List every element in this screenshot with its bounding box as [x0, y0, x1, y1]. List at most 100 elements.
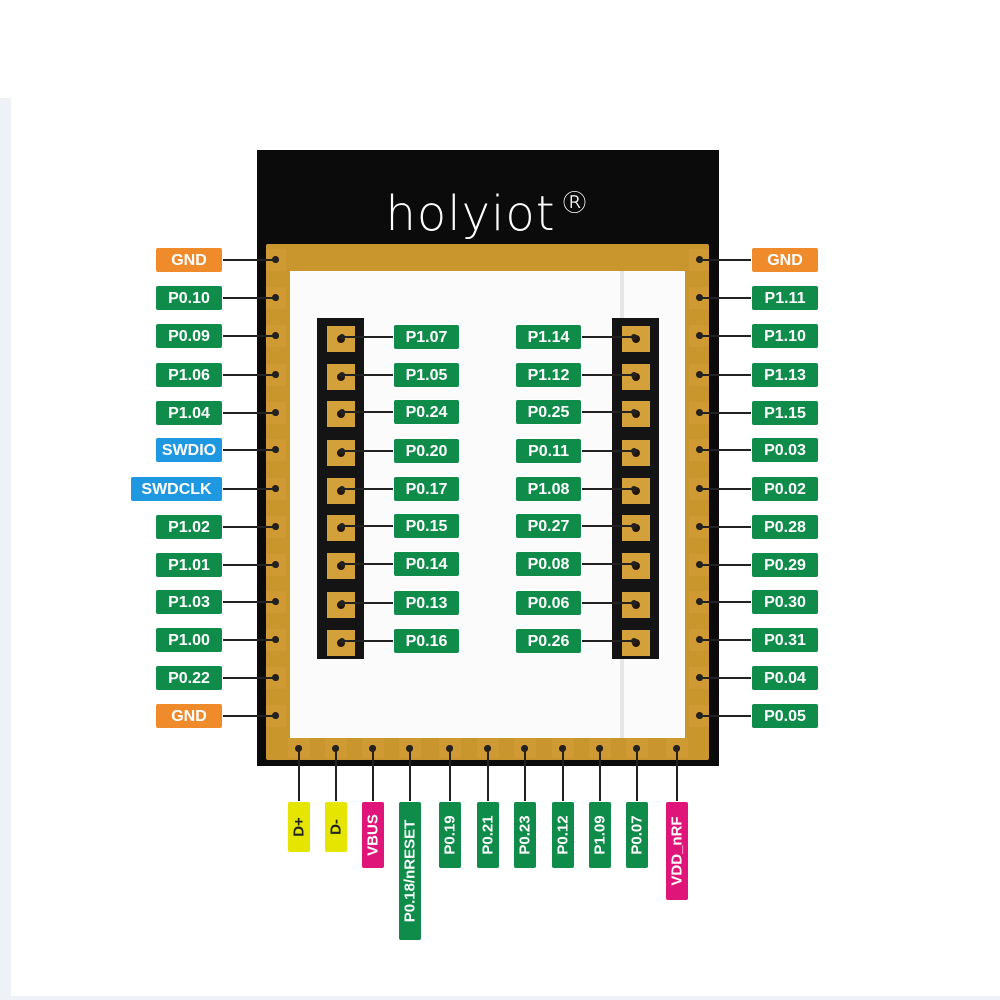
pin-dot	[273, 257, 279, 263]
pin-dot	[370, 745, 376, 751]
leader-line	[223, 639, 275, 641]
pin-label-right: P1.13	[751, 362, 819, 388]
background-strip	[0, 98, 11, 998]
pin-label-left: GND	[155, 703, 223, 729]
inner-pad	[619, 361, 653, 393]
pin-label-bottom: P0.23	[513, 801, 537, 869]
leader-line	[582, 336, 634, 338]
inner-pin-label-left: P0.17	[393, 476, 460, 502]
inner-pin-label-right: P1.14	[515, 324, 582, 350]
leader-line	[223, 677, 275, 679]
pin-dot	[697, 333, 703, 339]
pin-label-text: P0.18/nRESET	[401, 819, 419, 923]
pin-label-right: P1.11	[751, 285, 819, 311]
pin-dot	[631, 523, 637, 529]
leader-line	[372, 748, 374, 801]
inner-pin-label-left: P1.07	[393, 324, 460, 350]
inner-pin-label-right: P0.11	[515, 438, 582, 464]
pin-dot	[296, 745, 302, 751]
pin-label-left: P1.02	[155, 514, 223, 540]
pin-dot	[339, 372, 345, 378]
leader-line	[487, 748, 489, 801]
pin-dot	[697, 713, 703, 719]
leader-line	[700, 677, 751, 679]
leader-line	[582, 525, 634, 527]
inner-pin-label-left: P1.05	[393, 362, 460, 388]
pin-label-bottom: P0.21	[476, 801, 500, 869]
inner-pin-label-left: P0.24	[393, 399, 460, 425]
leader-line	[676, 748, 678, 801]
pin-label-bottom: P0.12	[551, 801, 575, 869]
pin-dot	[631, 638, 637, 644]
pin-label-text: VDD_nRF	[668, 816, 686, 886]
pin-dot	[339, 334, 345, 340]
pin-label-text: D+	[290, 817, 308, 837]
leader-line	[342, 640, 394, 642]
pin-label-left: P1.03	[155, 589, 223, 615]
leader-line	[223, 564, 275, 566]
pin-dot	[697, 257, 703, 263]
leader-line	[700, 297, 751, 299]
pin-dot	[697, 410, 703, 416]
pin-dot	[273, 372, 279, 378]
pin-label-right: P1.10	[751, 323, 819, 349]
pin-dot	[631, 486, 637, 492]
pin-dot	[339, 486, 345, 492]
leader-line	[700, 526, 751, 528]
pin-label-text: P0.21	[479, 815, 497, 855]
leader-line	[582, 488, 634, 490]
pin-dot	[273, 637, 279, 643]
leader-line	[342, 411, 394, 413]
pin-dot	[697, 562, 703, 568]
leader-line	[582, 411, 634, 413]
leader-line	[223, 259, 275, 261]
pin-dot	[634, 745, 640, 751]
pin-dot	[273, 713, 279, 719]
leader-line	[582, 450, 634, 452]
pin-dot	[597, 745, 603, 751]
leader-line	[599, 748, 601, 801]
leader-line	[409, 748, 411, 801]
leader-line	[223, 601, 275, 603]
pin-label-bottom: VDD_nRF	[665, 801, 689, 901]
leader-line	[449, 748, 451, 801]
inner-pin-label-right: P0.26	[515, 628, 582, 654]
pin-dot	[697, 447, 703, 453]
pin-label-bottom: P1.09	[588, 801, 612, 869]
inner-pin-label-left: P0.20	[393, 438, 460, 464]
pin-dot	[631, 334, 637, 340]
inner-pin-label-right: P1.12	[515, 362, 582, 388]
leader-line	[700, 601, 751, 603]
leader-line	[700, 374, 751, 376]
pin-dot	[447, 745, 453, 751]
pin-label-text: P0.12	[554, 815, 572, 855]
pin-label-right: P0.04	[751, 665, 819, 691]
pin-dot	[273, 333, 279, 339]
inner-pin-label-left: P0.14	[393, 551, 460, 577]
pin-dot	[697, 486, 703, 492]
leader-line	[342, 450, 394, 452]
pin-dot	[631, 561, 637, 567]
pin-label-right: P0.03	[751, 437, 819, 463]
pin-label-left: SWDCLK	[130, 476, 223, 502]
pin-dot	[273, 599, 279, 605]
pin-label-right: P0.28	[751, 514, 819, 540]
inner-pin-label-right: P1.08	[515, 476, 582, 502]
inner-pin-label-left: P0.16	[393, 628, 460, 654]
pin-dot	[697, 372, 703, 378]
inner-pin-label-left: P0.15	[393, 513, 460, 539]
pin-label-right: P0.31	[751, 627, 819, 653]
leader-line	[223, 412, 275, 414]
pin-dot	[273, 295, 279, 301]
pin-label-left: P0.10	[155, 285, 223, 311]
pin-label-bottom: D-	[324, 801, 348, 853]
pin-dot	[697, 637, 703, 643]
pin-dot	[273, 447, 279, 453]
pin-dot	[697, 599, 703, 605]
leader-line	[700, 412, 751, 414]
pin-label-left: P1.00	[155, 627, 223, 653]
pin-dot	[339, 638, 345, 644]
leader-line	[700, 449, 751, 451]
pin-label-text: P0.07	[628, 815, 646, 855]
pin-dot	[560, 745, 566, 751]
